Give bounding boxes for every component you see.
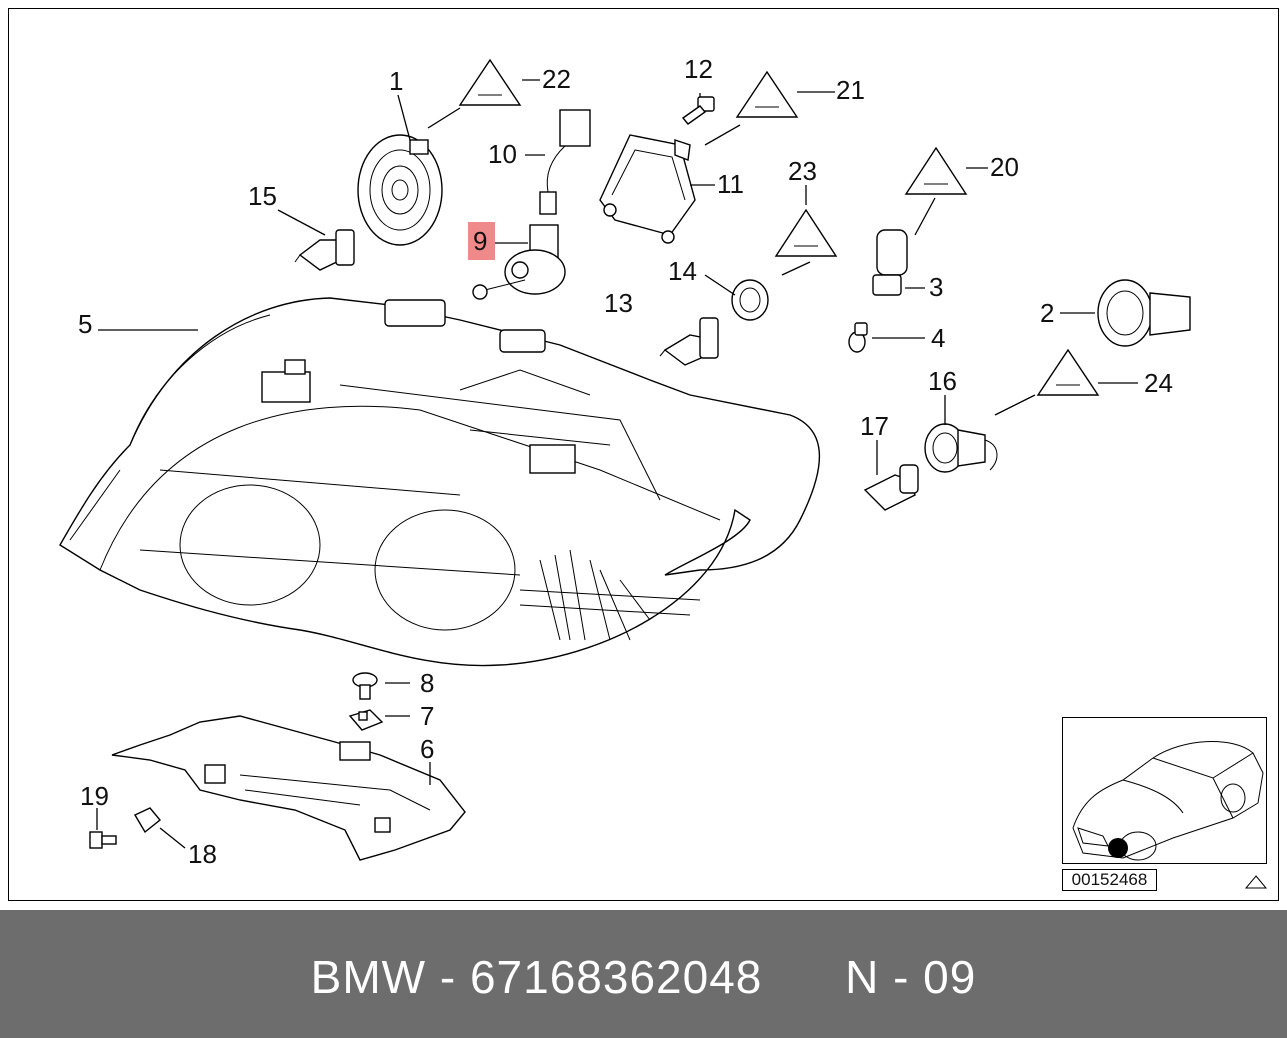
callout-3: 3 xyxy=(929,272,943,302)
callout-14: 14 xyxy=(668,256,697,286)
clip-part-18 xyxy=(134,807,161,834)
footer-position-label: N - 09 xyxy=(845,951,977,1003)
bulb-part-13 xyxy=(659,317,719,366)
car-outline-illustration xyxy=(1072,741,1264,861)
screw-part-8 xyxy=(352,672,378,700)
callout-19: 19 xyxy=(80,781,109,811)
footer-separator: - xyxy=(426,951,470,1003)
callout-15: 15 xyxy=(248,181,277,211)
bracket-part-6 xyxy=(111,715,466,861)
warning-triangle-20 xyxy=(904,146,968,195)
callout-10: 10 xyxy=(488,139,517,169)
callout-11: 11 xyxy=(717,169,744,199)
bulb-part-15 xyxy=(294,229,355,271)
callout-18: 18 xyxy=(188,839,217,869)
leader-lines xyxy=(96,79,1138,849)
nut-part-7 xyxy=(348,709,384,731)
callout-23: 23 xyxy=(788,156,817,186)
module-part-11 xyxy=(599,134,696,244)
footer-gap xyxy=(762,951,845,1003)
footer-bar xyxy=(0,910,1287,1038)
callout-7: 7 xyxy=(420,701,434,731)
callout-1: 1 xyxy=(389,66,403,96)
callout-12: 12 xyxy=(684,54,713,84)
footer-brand: BMW xyxy=(310,951,427,1003)
warning-triangle-21 xyxy=(735,70,799,118)
bulb-part-3 xyxy=(872,229,908,296)
socket-part-16 xyxy=(924,423,998,473)
clip-part-19 xyxy=(89,831,117,849)
projector-ring-part-1 xyxy=(357,134,443,246)
ignitor-part-9 xyxy=(472,224,566,300)
callout-2: 2 xyxy=(1040,298,1054,328)
screw-part-12 xyxy=(681,96,715,125)
bulb-part-17 xyxy=(863,464,919,511)
callout-16: 16 xyxy=(928,366,957,396)
callout-24: 24 xyxy=(1144,368,1173,398)
warning-triangle-24 xyxy=(1036,348,1100,396)
callout-5: 5 xyxy=(78,309,92,339)
callout-8: 8 xyxy=(420,668,434,698)
callout-20: 20 xyxy=(990,152,1019,182)
small-bulb-part-4 xyxy=(848,322,868,353)
warning-triangle-22 xyxy=(458,58,522,106)
callout-4: 4 xyxy=(931,323,945,353)
callout-6: 6 xyxy=(420,734,434,764)
socket-part-2 xyxy=(1097,279,1191,347)
highlight-box-callout-9 xyxy=(468,222,495,260)
warning-triangle-23 xyxy=(774,208,838,257)
vehicle-locator-inset xyxy=(1062,717,1267,864)
inset-reference-number: 00152468 xyxy=(1062,869,1157,891)
clip-part-14 xyxy=(731,279,769,321)
footer-part-number: 67168362048 xyxy=(469,951,763,1003)
callout-22: 22 xyxy=(542,64,571,94)
callout-9: 9 xyxy=(473,226,487,256)
location-marker-icon xyxy=(1108,838,1128,858)
footer-part-label: BMW - 67168362048 N - 09 xyxy=(0,950,1287,1004)
connector-part-10 xyxy=(539,109,591,215)
corner-triangle-icon xyxy=(1244,875,1268,889)
headlight-exploded-diagram: 1 2 3 4 5 6 7 8 9 10 11 12 13 14 15 16 1… xyxy=(59,54,1268,889)
callout-13: 13 xyxy=(604,288,633,318)
callout-17: 17 xyxy=(860,411,889,441)
callout-21: 21 xyxy=(836,75,865,105)
callout-labels: 1 2 3 4 5 6 7 8 9 10 11 12 13 14 15 16 1… xyxy=(78,54,1173,869)
headlight-housing xyxy=(59,297,821,667)
